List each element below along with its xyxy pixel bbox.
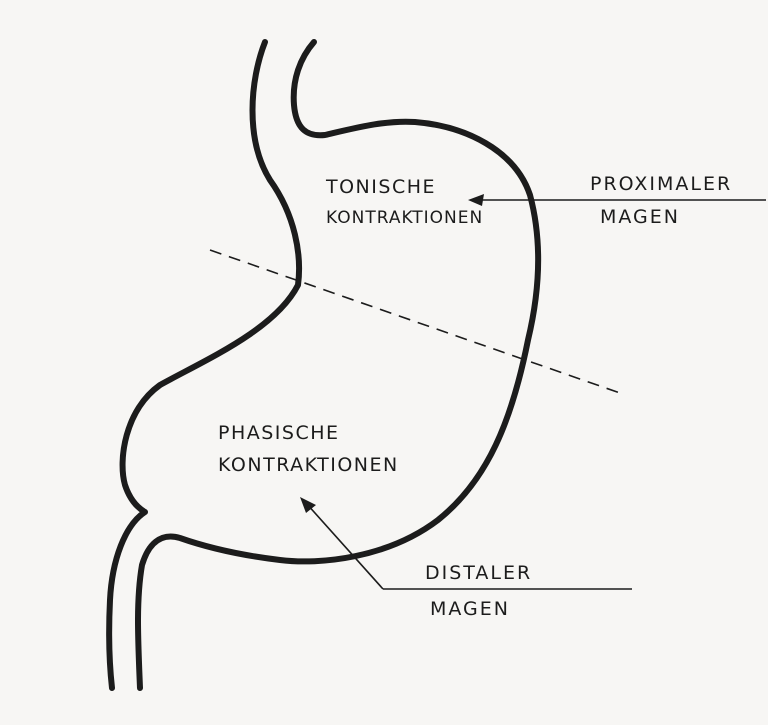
proximal-arrow-head — [468, 194, 484, 206]
label-phasische: PHASISCHE — [218, 422, 340, 444]
label-magen-distal: MAGEN — [430, 598, 510, 620]
label-distaler: DISTALER — [425, 562, 532, 584]
label-kontraktionen-distal: KONTRAKTIONEN — [218, 454, 399, 476]
label-magen-proximal: MAGEN — [600, 206, 680, 228]
label-proximaler: PROXIMALER — [590, 173, 732, 195]
label-tonische: TONISCHE — [326, 176, 436, 198]
distal-callout-leader — [306, 503, 383, 589]
label-kontraktionen-proximal: KONTRAKTIONEN — [326, 208, 483, 228]
proximal-distal-divider — [210, 250, 620, 393]
